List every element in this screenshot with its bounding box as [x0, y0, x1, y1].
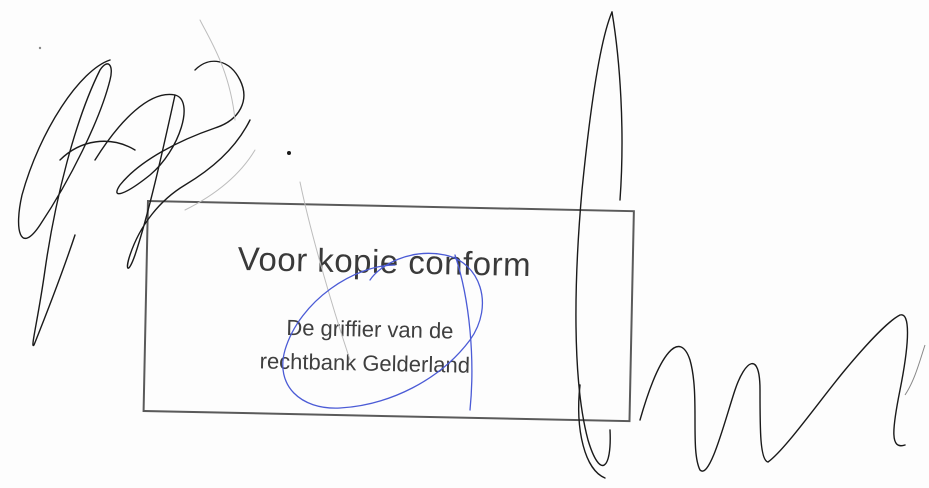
ink-dot: [287, 151, 291, 155]
right-edge-stroke: [904, 344, 926, 396]
stamp-registrar-line: De griffier van de: [286, 314, 454, 344]
ink-speck: [38, 46, 42, 50]
certification-stamp: Voor kopie conform De griffier van de re…: [142, 200, 635, 423]
stamp-title: Voor kopie conform: [237, 239, 532, 284]
stamp-court-line: rechtbank Gelderland: [259, 348, 471, 378]
